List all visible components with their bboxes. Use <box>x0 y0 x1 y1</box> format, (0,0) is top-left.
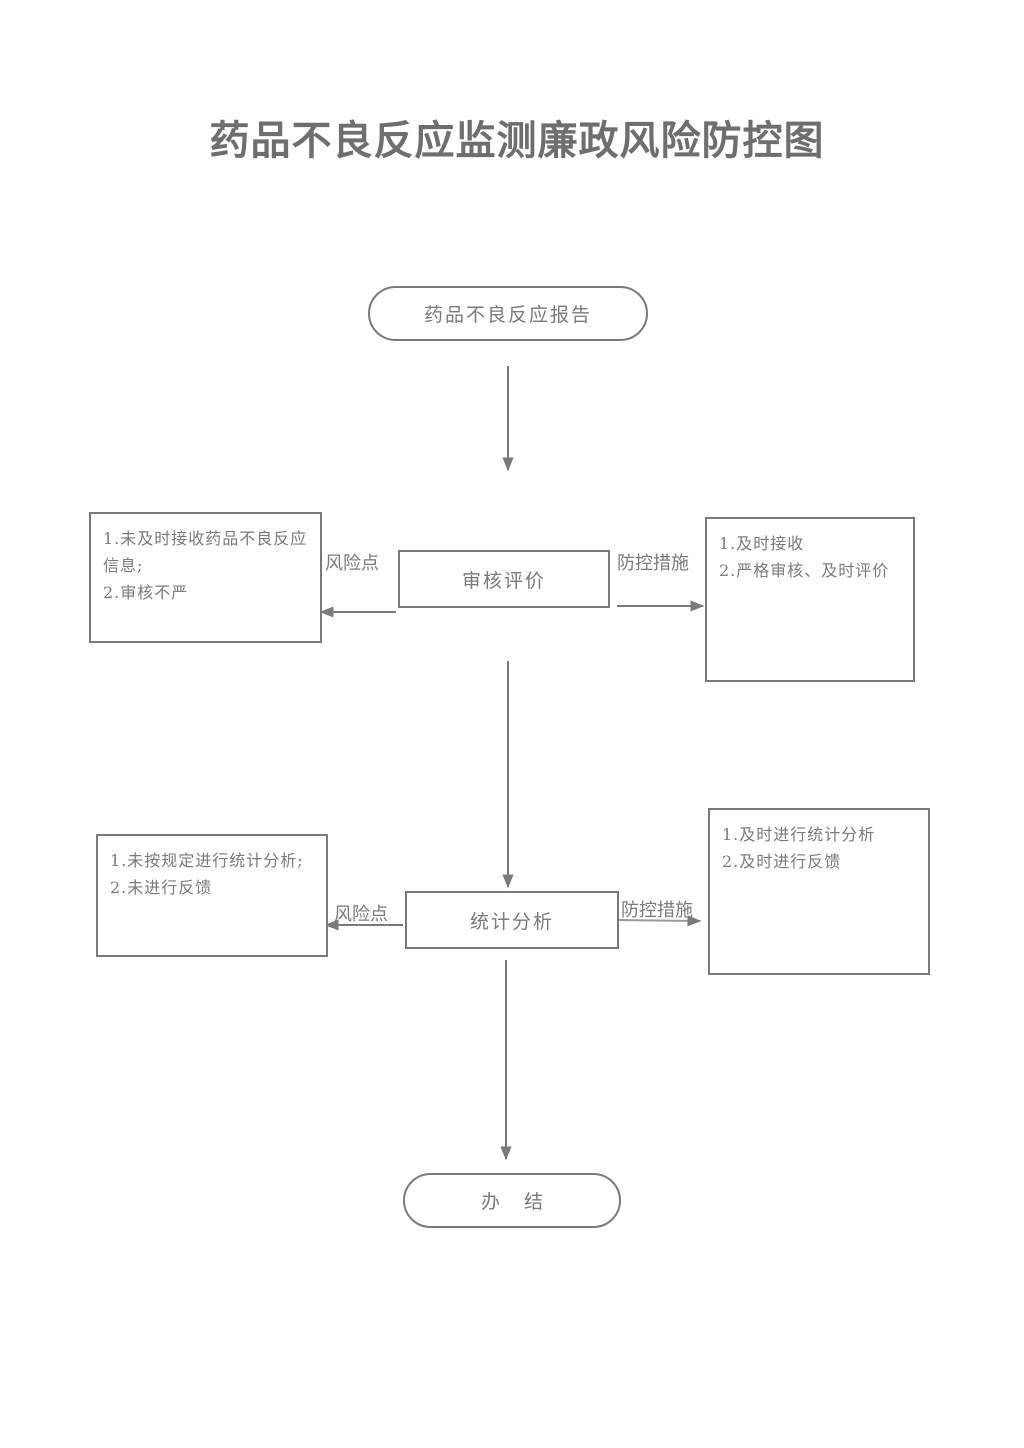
review-risk-item: 1.未及时接收药品不良反应信息; <box>103 529 308 575</box>
review-control-item: 2.严格审核、及时评价 <box>719 561 890 580</box>
stats-risk-item: 2.未进行反馈 <box>110 878 213 897</box>
review-risk-box: 1.未及时接收药品不良反应信息; 2.审核不严 <box>89 512 322 643</box>
review-risk-label: 风险点 <box>325 553 379 574</box>
stats-step: 统计分析 <box>405 891 619 949</box>
review-control-label: 防控措施 <box>617 553 689 574</box>
end-node: 办结 <box>403 1173 621 1228</box>
stats-controls-box: 1.及时进行统计分析 2.及时进行反馈 <box>708 808 930 975</box>
start-node: 药品不良反应报告 <box>368 286 648 341</box>
review-control-item: 1.及时接收 <box>719 534 805 553</box>
page-title: 药品不良反应监测廉政风险防控图 <box>209 117 825 164</box>
review-controls-box: 1.及时接收 2.严格审核、及时评价 <box>705 517 915 682</box>
stats-control-item: 2.及时进行反馈 <box>722 852 842 871</box>
stats-risk-label: 风险点 <box>334 904 388 925</box>
stats-control-label: 防控措施 <box>621 900 693 921</box>
review-step: 审核评价 <box>398 550 610 608</box>
stats-control-item: 1.及时进行统计分析 <box>722 825 876 844</box>
stats-risk-item: 1.未按规定进行统计分析; <box>110 851 304 870</box>
arrow-stats-to-controls <box>618 915 702 927</box>
stats-risk-box: 1.未按规定进行统计分析; 2.未进行反馈 <box>96 834 328 957</box>
review-risk-item: 2.审核不严 <box>103 583 189 602</box>
